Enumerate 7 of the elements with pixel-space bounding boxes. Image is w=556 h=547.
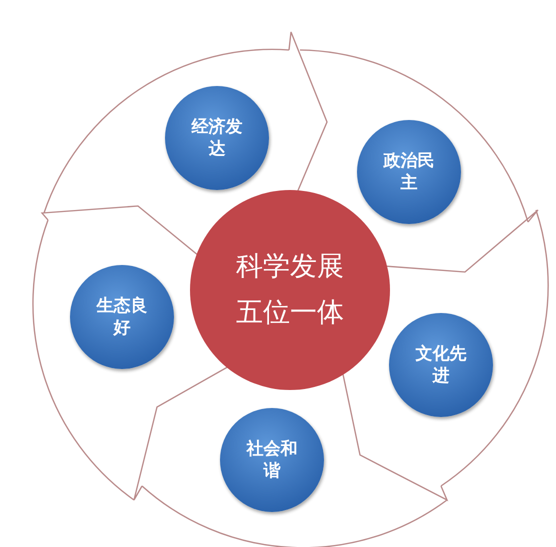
topic-circle: 文化先进 [389,313,493,417]
circle-text: 五位一体 [236,296,344,330]
topic-circle: 政治民主 [357,120,461,224]
circle-text: 科学发展 [236,250,344,284]
topic-circle: 生态良好 [70,265,174,369]
topic-circle: 社会和谐 [220,408,324,512]
topic-circle: 经济发达 [165,86,269,190]
